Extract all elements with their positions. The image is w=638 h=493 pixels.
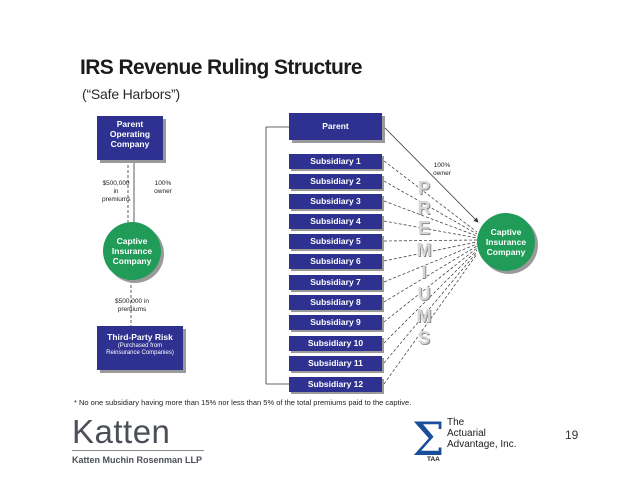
subsidiary-1: Subsidiary 1 [289, 154, 382, 169]
subsidiary-11: Subsidiary 11 [289, 356, 382, 371]
subsidiary-7: Subsidiary 7 [289, 275, 382, 290]
taa-line-1: The [447, 417, 465, 428]
premiums-letter-m: M [416, 240, 432, 260]
taa-logo-text: The Actuarial Advantage, Inc. [447, 417, 517, 450]
premiums-letter-s: S [417, 328, 430, 348]
parent-label: Parent [322, 121, 349, 131]
premiums-letter-e: E [417, 218, 430, 238]
premiums-letter-i: I [421, 262, 427, 282]
captive-right-label: Captive Insurance Company [485, 227, 527, 257]
premiums-letter-p: P [417, 178, 430, 198]
premium-lines [383, 160, 478, 385]
subsidiary-6: Subsidiary 6 [289, 254, 382, 269]
captive-insurance-left: Captive Insurance Company [103, 222, 161, 280]
taa-line-2: Actuarial [447, 428, 486, 439]
sigma-logo-icon: Σ [412, 412, 445, 466]
page-subtitle: (“Safe Harbors”) [82, 86, 180, 102]
premiums-letter-u: U [417, 284, 431, 304]
third-party-risk-box: Third-Party Risk (Purchased from Reinsur… [97, 326, 183, 370]
third-party-risk-title: Third-Party Risk [107, 332, 173, 342]
parent-operating-company-box: Parent Operating Company [97, 116, 163, 160]
premiums-letter-m2: M [416, 306, 432, 326]
subsidiary-8: Subsidiary 8 [289, 295, 382, 310]
subsidiary-12: Subsidiary 12 [289, 377, 382, 392]
premiums-letter-r: R [417, 198, 431, 218]
taa-line-3: Advantage, Inc. [447, 439, 517, 450]
footnote: * No one subsidiary having more than 15%… [74, 398, 412, 407]
subsidiary-4: Subsidiary 4 [289, 214, 382, 229]
page-title: IRS Revenue Ruling Structure [80, 56, 363, 79]
katten-full-name: Katten Muchin Rosenman LLP [72, 455, 203, 465]
subsidiary-10: Subsidiary 10 [289, 336, 382, 351]
parent-box: Parent [289, 113, 382, 140]
subsidiary-2: Subsidiary 2 [289, 174, 382, 189]
subsidiary-5: Subsidiary 5 [289, 234, 382, 249]
owner-label-right: 100% owner [433, 162, 451, 177]
katten-logo-divider [72, 450, 204, 451]
katten-logo: Katten [72, 413, 171, 450]
subsidiary-3: Subsidiary 3 [289, 194, 382, 209]
premium-label-left-2: $500,000 in premiums [115, 298, 149, 313]
taa-abbr: TAA [427, 456, 440, 463]
third-party-risk-subtitle: (Purchased from Reinsurance Companies) [106, 343, 174, 356]
owner-label-left: 100% owner [154, 180, 172, 195]
captive-left-label: Captive Insurance Company [111, 236, 153, 266]
captive-insurance-right: Captive Insurance Company [477, 213, 535, 271]
premium-label-left-1: $500,000 in premiums [102, 180, 131, 203]
subsidiary-9: Subsidiary 9 [289, 315, 382, 330]
page-number: 19 [565, 428, 579, 442]
parent-operating-company-label: Parent Operating Company [109, 119, 151, 149]
